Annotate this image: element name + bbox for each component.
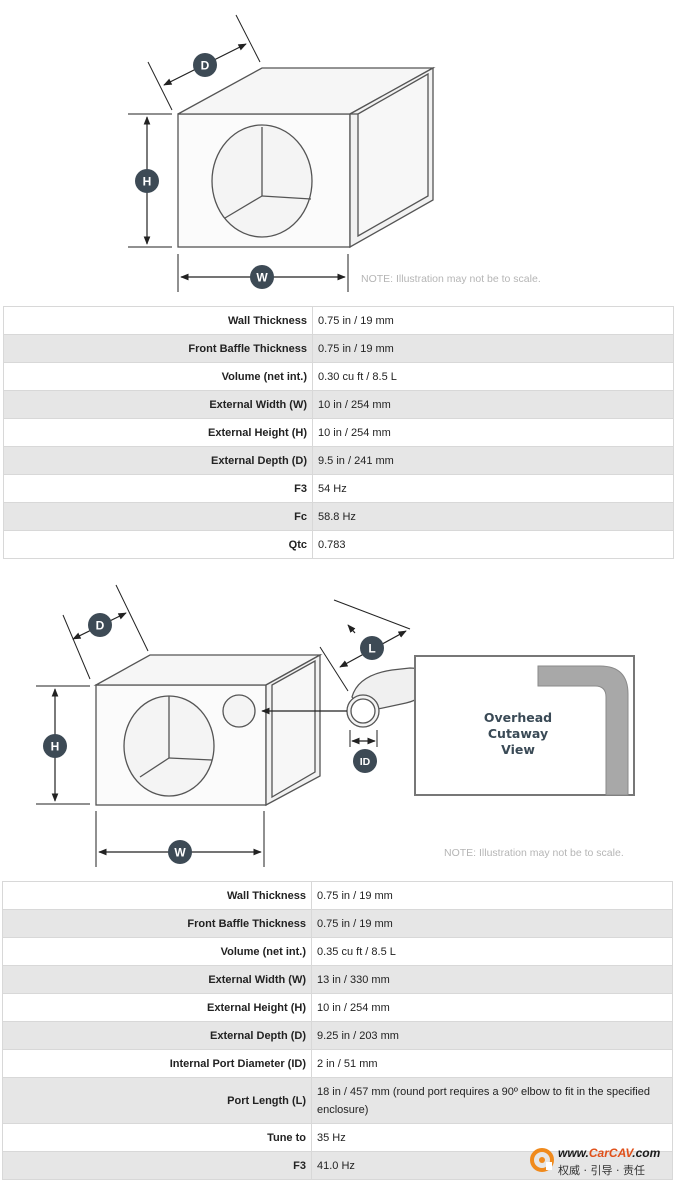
spec-label: Wall Thickness	[3, 306, 313, 335]
scale-note: NOTE: Illustration may not be to scale.	[361, 273, 541, 285]
ported-enclosure-diagram: Overhead Cutaway View D H W L	[0, 575, 674, 875]
spec-value: 10 in / 254 mm	[312, 390, 674, 419]
spec-row: External Width (W)10 in / 254 mm	[3, 390, 674, 419]
spec-label: External Width (W)	[2, 965, 312, 994]
width-dimension-2: W	[95, 811, 265, 867]
spec-value: 54 Hz	[312, 474, 674, 503]
spec-label: Internal Port Diameter (ID)	[2, 1049, 312, 1078]
spec-value: 18 in / 457 mm (round port requires a 90…	[311, 1077, 673, 1124]
spec-label: Volume (net int.)	[3, 362, 313, 391]
spec-value: 13 in / 330 mm	[311, 965, 673, 994]
spec-label: Front Baffle Thickness	[2, 909, 312, 938]
spec-value: 0.75 in / 19 mm	[312, 334, 674, 363]
spec-label: External Depth (D)	[2, 1021, 312, 1050]
spec-label: Port Length (L)	[2, 1077, 312, 1124]
spec-label: Fc	[3, 502, 313, 531]
watermark-tagline: 权威 · 引导 · 责任	[558, 1164, 645, 1177]
spec-row: External Depth (D)9.25 in / 203 mm	[2, 1021, 673, 1050]
watermark: www.CarCAV.com 权威 · 引导 · 责任	[530, 1146, 670, 1182]
width-badge-label-2: W	[174, 846, 186, 860]
spec-value: 9.25 in / 203 mm	[311, 1021, 673, 1050]
watermark-logo-icon	[530, 1148, 554, 1172]
depth-dimension-2: D	[62, 584, 149, 680]
spec-value: 9.5 in / 241 mm	[312, 446, 674, 475]
spec-label: External Height (H)	[2, 993, 312, 1022]
spec-label: External Depth (D)	[3, 446, 313, 475]
cutaway-label-line1: Overhead	[484, 710, 552, 725]
sealed-enclosure-diagram: D H W NOTE: Illustration may not be to s…	[0, 0, 674, 300]
spec-label: External Width (W)	[3, 390, 313, 419]
port-tube-drawing	[261, 667, 427, 728]
depth-badge-label: D	[201, 59, 210, 73]
spec-value: 0.35 cu ft / 8.5 L	[311, 937, 673, 966]
width-dimension: W	[177, 254, 349, 292]
port-diameter-dimension: ID	[349, 730, 378, 773]
spec-value: 58.8 Hz	[312, 502, 674, 531]
id-badge-label: ID	[360, 756, 371, 768]
cutaway-label-line2: Cutaway	[488, 726, 548, 741]
length-badge-label: L	[368, 642, 375, 656]
spec-value: 0.75 in / 19 mm	[311, 909, 673, 938]
height-dimension-2: H	[36, 685, 90, 805]
spec-row: Volume (net int.)0.30 cu ft / 8.5 L	[3, 362, 674, 391]
spec-row: External Width (W)13 in / 330 mm	[2, 965, 673, 994]
port-length-dimension: L	[319, 599, 411, 692]
spec-row: External Height (H)10 in / 254 mm	[3, 418, 674, 447]
spec-label: Front Baffle Thickness	[3, 334, 313, 363]
spec-row: External Depth (D)9.5 in / 241 mm	[3, 446, 674, 475]
height-badge-label: H	[143, 175, 152, 189]
height-dimension: H	[128, 113, 172, 248]
cutaway-label-line3: View	[501, 742, 535, 757]
depth-dimension: D	[147, 14, 261, 111]
ported-box-drawing	[93, 653, 323, 807]
spec-value: 2 in / 51 mm	[311, 1049, 673, 1078]
spec-row: Internal Port Diameter (ID)2 in / 51 mm	[2, 1049, 673, 1078]
spec-label: Tune to	[2, 1123, 312, 1152]
spec-label: Wall Thickness	[2, 881, 312, 910]
sealed-box-drawing	[177, 66, 436, 249]
spec-label: F3	[2, 1151, 312, 1180]
spec-row: External Height (H)10 in / 254 mm	[2, 993, 673, 1022]
spec-label: External Height (H)	[3, 418, 313, 447]
spec-value: 41.0 Hz	[311, 1151, 673, 1180]
spec-value: 0.75 in / 19 mm	[312, 306, 674, 335]
spec-value: 0.783	[312, 530, 674, 559]
watermark-url: www.CarCAV.com	[558, 1146, 661, 1160]
spec-row: Port Length (L)18 in / 457 mm (round por…	[2, 1077, 673, 1124]
height-badge-label-2: H	[51, 740, 60, 754]
spec-value: 0.75 in / 19 mm	[311, 881, 673, 910]
spec-row: Volume (net int.)0.35 cu ft / 8.5 L	[2, 937, 673, 966]
spec-label: Qtc	[3, 530, 313, 559]
spec-value: 10 in / 254 mm	[311, 993, 673, 1022]
spec-value: 10 in / 254 mm	[312, 418, 674, 447]
width-badge-label: W	[256, 271, 268, 285]
spec-label: F3	[3, 474, 313, 503]
depth-badge-label-2: D	[96, 619, 105, 633]
spec-value: 0.30 cu ft / 8.5 L	[312, 362, 674, 391]
spec-label: Volume (net int.)	[2, 937, 312, 966]
scale-note-2: NOTE: Illustration may not be to scale.	[444, 847, 624, 859]
overhead-cutaway-view: Overhead Cutaway View	[414, 655, 635, 796]
